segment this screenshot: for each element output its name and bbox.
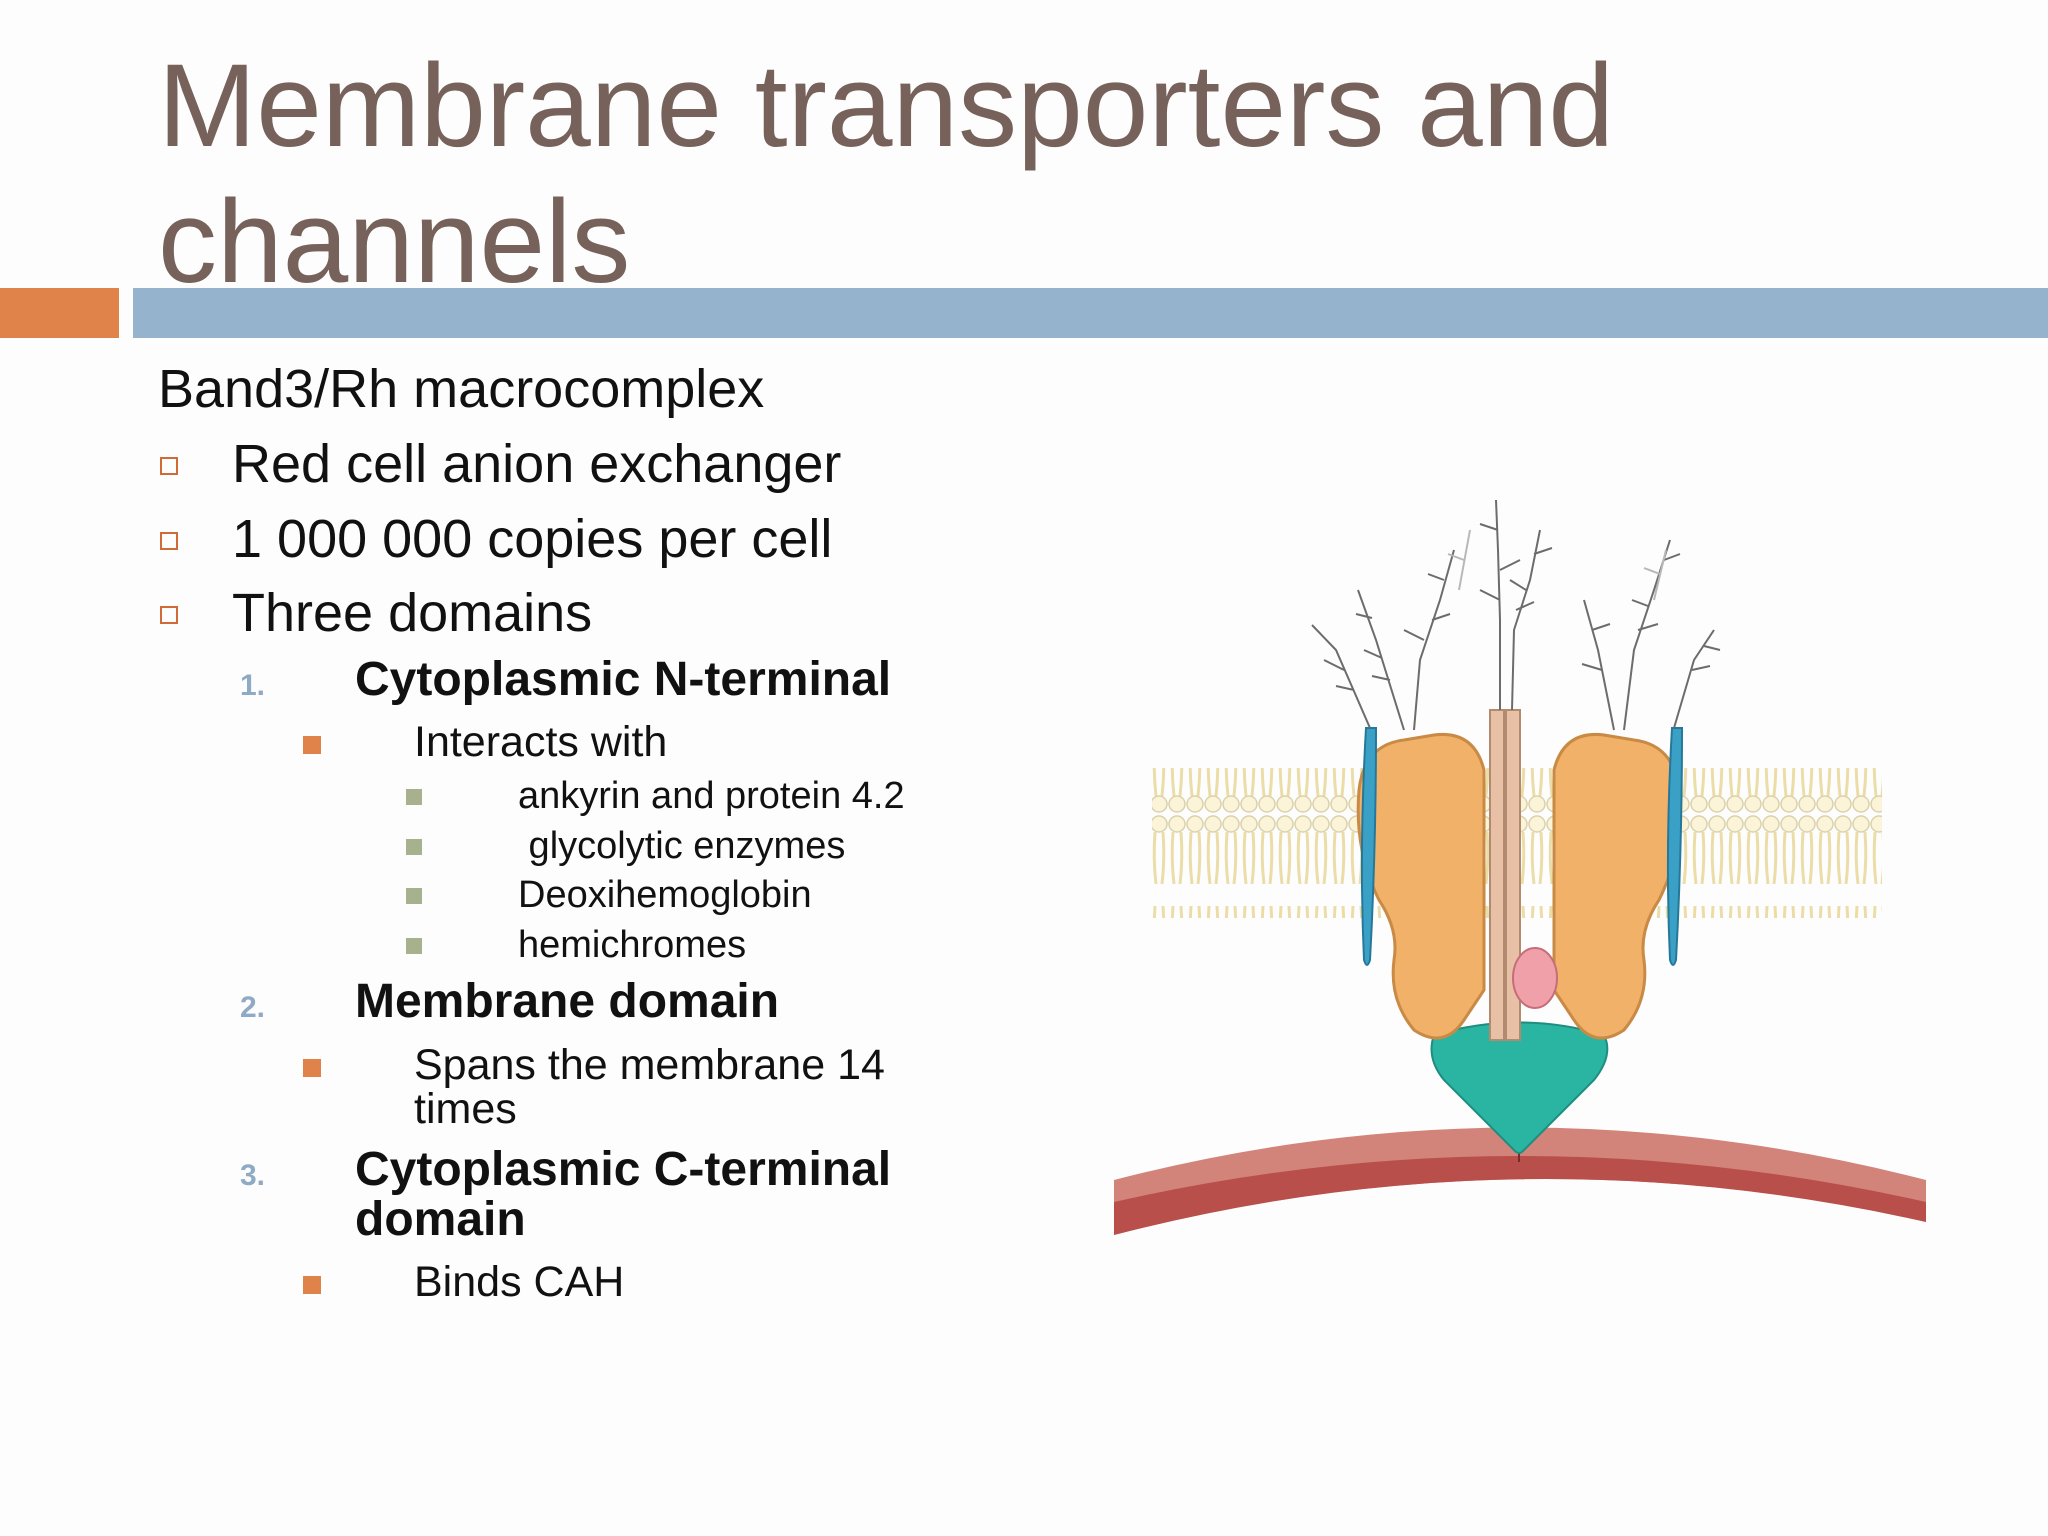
domain-name: Membrane domain: [355, 975, 780, 1028]
bullet-text: 1 000 000 copies per cell: [232, 509, 833, 569]
bullet-text: Three domains: [232, 583, 593, 643]
sub-bullet-text: Spans the membrane 14 times: [414, 1041, 885, 1133]
slide-title: Membrane transporters and channels: [158, 40, 1615, 308]
list-item-text: Deoxihemoglobin: [518, 874, 812, 916]
glycan-chains: [1311, 499, 1721, 731]
green-square-bullet-icon: [406, 789, 422, 805]
pink-subunit: [1512, 947, 1558, 1009]
item-number: 1.: [240, 669, 266, 702]
band3-monomer-left: [1356, 732, 1486, 1040]
green-square-bullet-icon: [406, 938, 422, 954]
list-item-text: hemichromes: [518, 924, 747, 966]
orange-square-bullet-icon: [303, 736, 321, 754]
orange-square-bullet-icon: [303, 1059, 321, 1077]
sub-bullet-text: Binds CAH: [414, 1258, 625, 1306]
accent-bar-blue: [133, 288, 2048, 338]
green-square-bullet-icon: [406, 839, 422, 855]
hollow-square-bullet-icon: [160, 606, 178, 624]
domain-name: Cytoplasmic C-terminal domain: [355, 1143, 892, 1246]
band3-monomer-right: [1552, 732, 1682, 1040]
accent-bar-orange: [0, 288, 119, 338]
band3-complex-illustration: [1114, 499, 1926, 1235]
hollow-square-bullet-icon: [160, 457, 178, 475]
item-number: 2.: [240, 991, 266, 1024]
bullet-text: Red cell anion exchanger: [232, 434, 842, 494]
hollow-square-bullet-icon: [160, 532, 178, 550]
item-number: 3.: [240, 1159, 266, 1192]
section-heading: Band3/Rh macrocomplex: [158, 359, 765, 419]
list-item-text: ankyrin and protein 4.2: [518, 775, 905, 817]
glycophorin-stalk: [1489, 709, 1505, 1041]
glycophorin-left: [1360, 727, 1378, 966]
sub-bullet-text: Interacts with: [414, 718, 668, 766]
green-square-bullet-icon: [406, 888, 422, 904]
glycophorin-right: [1666, 727, 1684, 966]
domain-name: Cytoplasmic N-terminal: [355, 653, 892, 706]
list-item-text: glycolytic enzymes: [518, 825, 846, 867]
orange-square-bullet-icon: [303, 1276, 321, 1294]
